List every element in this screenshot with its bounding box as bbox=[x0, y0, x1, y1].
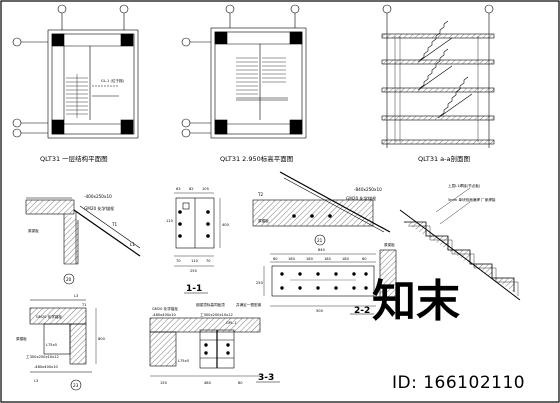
d23-l3-top: L3 bbox=[74, 294, 78, 298]
detail-20 bbox=[25, 197, 141, 285]
d2-total: 840 bbox=[318, 248, 326, 252]
d1-dim-top-2: 82 bbox=[189, 187, 194, 191]
d20-number: 20 bbox=[66, 277, 72, 282]
d1-dim-bot-3: 70 bbox=[206, 259, 211, 263]
watermark-logo: 知末 bbox=[372, 276, 460, 327]
d1-dim-top-3: 105 bbox=[202, 187, 209, 191]
stair-note-1: 上层L1焊接(节点板) bbox=[448, 183, 481, 188]
detail-3-3 bbox=[149, 317, 280, 383]
d3-plate: -480x400x10 bbox=[152, 313, 177, 317]
detail-2-2 bbox=[263, 249, 397, 315]
d2-dim-1: 60 bbox=[273, 257, 278, 261]
d20-l1: L1 bbox=[130, 242, 135, 247]
d2-bottom: 500 bbox=[316, 309, 324, 313]
d23-height: 800 bbox=[98, 337, 106, 341]
section-aa bbox=[381, 4, 495, 148]
d21-anchor-note: GM20 化学锚栓 bbox=[346, 195, 377, 202]
plan-second-level bbox=[181, 4, 307, 139]
d23-side-note: 原楼板 bbox=[16, 336, 27, 341]
d2-dim-2: 180 bbox=[288, 257, 296, 261]
d2-label: 2-2 bbox=[354, 306, 370, 316]
d20-anchor-note: GM20 化学锚栓 bbox=[84, 205, 115, 212]
plan1-title: QLT31 一层结构平面图 bbox=[40, 154, 108, 163]
stair-detail bbox=[399, 187, 521, 301]
d3-sub: GPL-1 bbox=[226, 321, 236, 325]
d2-dim-6: 60 bbox=[362, 257, 367, 261]
detail-1-1 bbox=[174, 192, 221, 294]
detail-21 bbox=[252, 171, 391, 246]
plan1-beam-label: GL-1 (位于梯) bbox=[101, 78, 125, 83]
d1-h1: 110 bbox=[166, 219, 174, 223]
d3-angle: L75x5 bbox=[178, 359, 189, 363]
d23-number: 23 bbox=[73, 383, 79, 388]
d23-t1: T1 bbox=[81, 303, 86, 307]
d1-label: 1-1 bbox=[186, 284, 202, 294]
watermark-id: ID: 166102110 bbox=[392, 373, 525, 393]
d3-bottom-2: 480 bbox=[204, 381, 212, 385]
detail-23 bbox=[29, 299, 97, 391]
d1-h2: 400 bbox=[222, 223, 230, 227]
d2-dim-3: 180 bbox=[306, 257, 314, 261]
d3-bottom-3: 60 bbox=[238, 381, 243, 385]
d20-plate: -400x250x10 bbox=[84, 194, 112, 199]
d2-dim-5: 180 bbox=[342, 257, 350, 261]
d3-label: 3-3 bbox=[258, 373, 274, 383]
d2-note: 原梁板 bbox=[384, 242, 395, 247]
d23-angle-dim: L75x5 bbox=[46, 343, 57, 347]
d21-number: 21 bbox=[317, 238, 323, 243]
plan-first-floor bbox=[12, 4, 139, 139]
d23-anchor: GM20 化学锚栓 bbox=[36, 314, 62, 319]
d23-l3-bottom: L3 bbox=[34, 379, 38, 383]
section-title: QLT31 a-a剖面图 bbox=[418, 154, 470, 163]
d1-dim-top-1: 63 bbox=[176, 187, 181, 191]
d3-note-top: 钢梁顶标高同板顶 bbox=[196, 302, 225, 307]
stair-note-2: 5mm 单块双面满焊 厂家焊接 bbox=[448, 197, 496, 202]
d1-dim-bot-2: 110 bbox=[191, 259, 199, 263]
d3-note-top-2: 并满足一根型钢 bbox=[236, 302, 262, 307]
d21-side-note: 原楼板 bbox=[258, 218, 269, 223]
d3-bottom-1: 150 bbox=[160, 381, 168, 385]
d23-plate-dim: -480x400x10 bbox=[34, 365, 59, 369]
d1-dim-bot-1: 70 bbox=[176, 259, 181, 263]
d1-dim-total: 250 bbox=[190, 269, 198, 273]
d20-t1: T1 bbox=[111, 222, 118, 227]
d21-plate: -840x250x10 bbox=[354, 187, 382, 192]
d3-beam: 工300x200x10x12 bbox=[200, 313, 233, 317]
d2-height: 250 bbox=[256, 281, 264, 285]
d3-anchor-note: GM20 化学锚栓 bbox=[152, 306, 178, 311]
d23-beam: 工300x200x10x12 bbox=[26, 355, 59, 359]
d21-t2: T2 bbox=[257, 192, 264, 197]
d2-dim-4: 180 bbox=[324, 257, 332, 261]
plan2-title: QLT31 2.950标高平面图 bbox=[220, 154, 293, 163]
d20-side-note: 原梁板 bbox=[28, 228, 39, 233]
